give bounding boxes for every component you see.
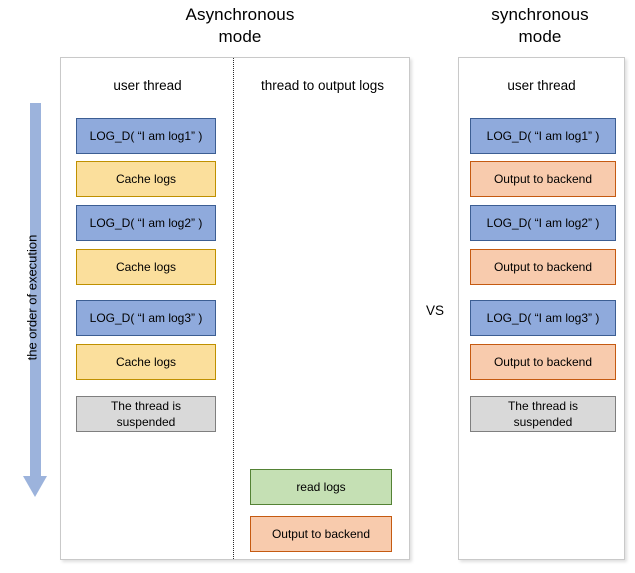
sync-thread-suspended-line1: The thread is [507,399,579,413]
sync-step-output-backend-2: Output to backend [470,249,616,285]
sync-mode-title: synchronous mode [455,4,625,48]
sync-step-log1: LOG_D( “I am log1” ) [470,118,616,154]
async-step-log3: LOG_D( “I am log3” ) [76,300,216,336]
async-mode-title: Asynchronous mode [155,4,325,48]
sync-step-output-backend-1: Output to backend [470,161,616,197]
sync-step-log3: LOG_D( “I am log3” ) [470,300,616,336]
down-arrow-head-icon [23,476,47,497]
async-step-read-logs: read logs [250,469,392,505]
sync-step-output-backend-3: Output to backend [470,344,616,380]
async-step-cache-logs-1: Cache logs [76,161,216,197]
sync-mode-title-line1: synchronous [491,5,589,24]
async-mode-title-line1: Asynchronous [185,5,295,24]
async-output-thread-header: thread to output logs [260,78,385,93]
async-step-log1: LOG_D( “I am log1” ) [76,118,216,154]
vs-label: VS [425,303,444,318]
async-step-log2: LOG_D( “I am log2” ) [76,205,216,241]
sync-mode-title-line2: mode [518,27,562,46]
async-thread-suspended-line2: suspended [116,415,176,429]
sync-thread-suspended-line2: suspended [513,415,573,429]
async-step-thread-suspended: The thread is suspended [76,396,216,432]
down-arrow-shaft-icon [30,103,41,478]
async-thread-suspended-line1: The thread is [110,399,182,413]
async-mode-title-line2: mode [218,27,262,46]
sync-user-thread-header: user thread [507,78,576,93]
thread-divider [233,58,234,559]
async-step-cache-logs-3: Cache logs [76,344,216,380]
async-step-output-to-backend: Output to backend [250,516,392,552]
order-of-execution-label: the order of execution [24,234,40,361]
sync-step-thread-suspended: The thread is suspended [470,396,616,432]
order-of-execution-axis: the order of execution [0,95,60,510]
sync-step-log2: LOG_D( “I am log2” ) [470,205,616,241]
async-user-thread-header: user thread [113,78,182,93]
async-step-cache-logs-2: Cache logs [76,249,216,285]
